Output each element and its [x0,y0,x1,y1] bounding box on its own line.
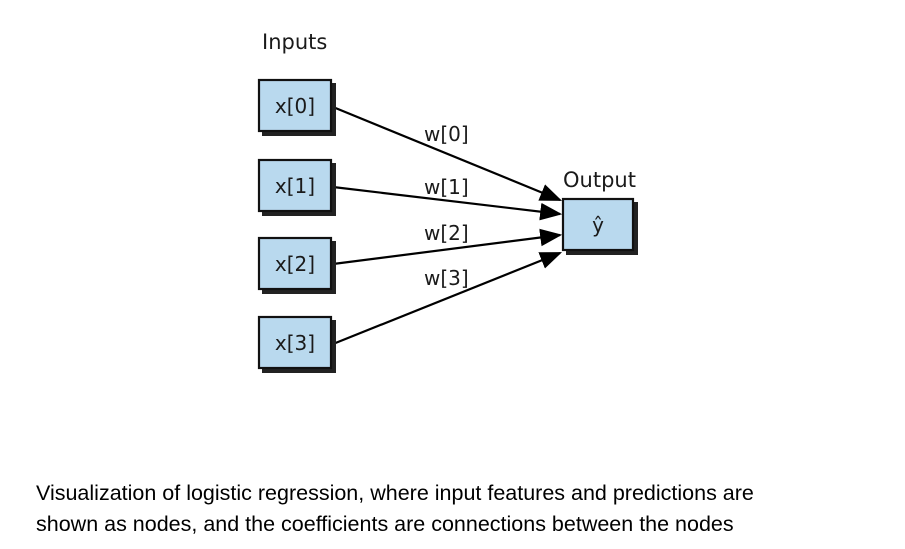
input-node-label: x[0] [275,94,315,118]
edge-w2 [332,228,563,266]
output-heading: Output [563,168,636,192]
input-node-label: x[1] [275,174,315,198]
output-node-label: ŷ [592,213,604,237]
weight-label-w1: w[1] [424,175,469,199]
input-node-label: x[2] [275,252,315,276]
edge-w1 [332,185,563,221]
weight-label-w3: w[3] [424,266,469,290]
edge-w0 [332,105,563,202]
input-node-label: x[3] [275,331,315,355]
figure-caption: Visualization of logistic regression, wh… [36,478,896,540]
output-node: ŷ [561,197,638,255]
input-node-x3: x[3] [257,315,336,373]
caption-line-1: Visualization of logistic regression, wh… [36,481,754,505]
input-node-x1: x[1] [257,158,336,216]
logistic-regression-diagram: Inputs Output w[0] w[1] w[2] w[3] x[0] x… [257,30,638,373]
input-node-x0: x[0] [257,78,336,136]
weight-label-w0: w[0] [424,122,469,146]
edge-w3 [332,251,563,346]
inputs-heading: Inputs [262,30,327,54]
weight-label-w2: w[2] [424,221,469,245]
caption-line-2: shown as nodes, and the coefficients are… [36,512,734,536]
input-node-x2: x[2] [257,236,336,294]
